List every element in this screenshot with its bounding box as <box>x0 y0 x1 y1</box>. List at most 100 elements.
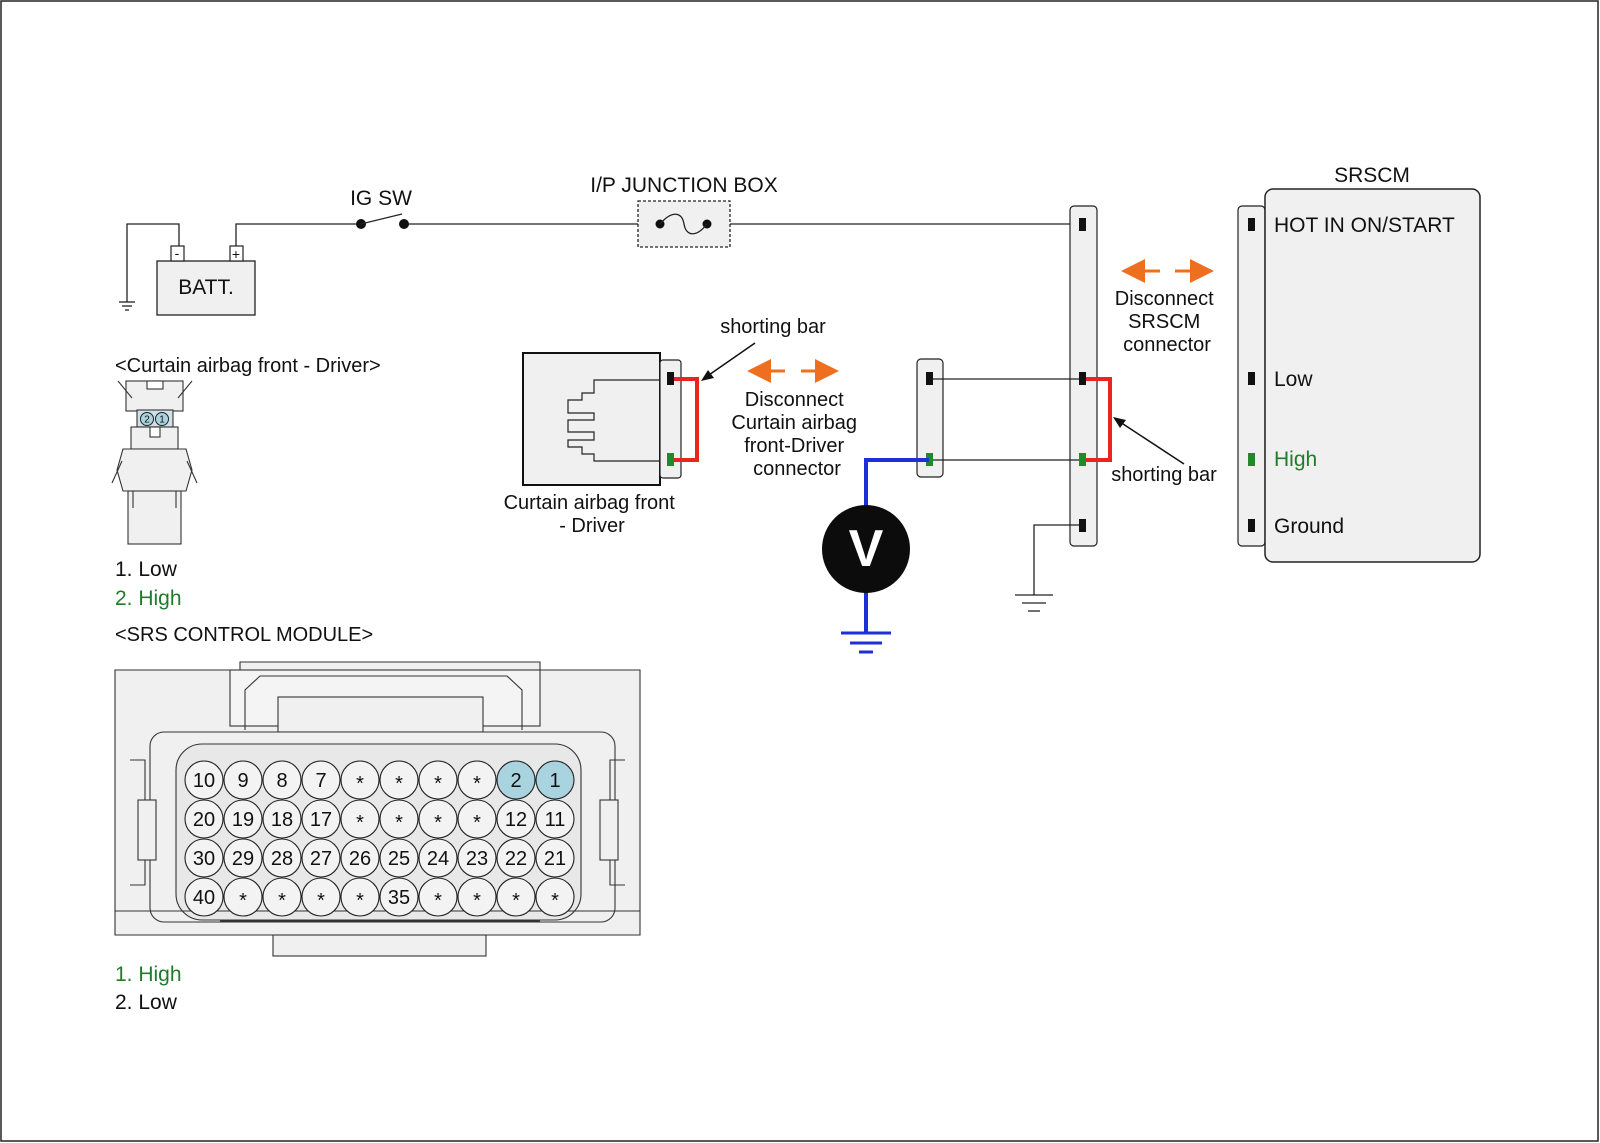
srs-pin-r2-c7: * <box>418 799 458 839</box>
srs-pin-label: 1 <box>549 770 560 792</box>
srs-pin-r4-c8: * <box>457 877 497 917</box>
srs-pin-label: 40 <box>193 887 215 909</box>
harness-wires <box>933 378 1079 461</box>
supply-wire <box>235 223 1078 246</box>
srs-pin-label: * <box>512 890 520 912</box>
srs-pin-r1-c7: * <box>418 760 458 800</box>
srs-pin-r2-c2: 19 <box>223 799 263 839</box>
srs-pin-r1-c9: 2 <box>496 760 536 800</box>
curtain-legend-high: 2. High <box>115 587 182 610</box>
srs-pin-r2-c6: * <box>379 799 419 839</box>
srscm-title: SRSCM <box>1334 164 1410 187</box>
ip-junction-box-label: I/P JUNCTION BOX <box>590 174 777 197</box>
srs-pin-label: 10 <box>193 770 215 792</box>
srs-pin-r1-c10: 1 <box>535 760 575 800</box>
battery: - + BATT. <box>156 245 256 316</box>
curtain-harness-connector <box>916 358 944 478</box>
srs-pin-label: 17 <box>310 809 332 831</box>
srs-pin-label: 18 <box>271 809 293 831</box>
srs-pin-r4-c2: * <box>223 877 263 917</box>
terminal-low <box>1079 372 1086 385</box>
srscm-pin-hot-label: HOT IN ON/START <box>1274 214 1455 237</box>
srs-pin-r4-c10: * <box>535 877 575 917</box>
voltmeter-symbol: V <box>849 520 884 578</box>
srs-pin-label: 28 <box>271 848 293 870</box>
srs-pin-label: 22 <box>505 848 527 870</box>
srs-pin-r3-c8: 23 <box>457 838 497 878</box>
srs-pin-r1-c2: 9 <box>223 760 263 800</box>
srs-pin-label: * <box>317 890 325 912</box>
srs-pin-label: 12 <box>505 809 527 831</box>
battery-minus-label: - <box>175 245 180 261</box>
srs-pin-label: 27 <box>310 848 332 870</box>
srs-pin-label: 30 <box>193 848 215 870</box>
srs-pin-label: 24 <box>427 848 449 870</box>
srs-pin-label: 29 <box>232 848 254 870</box>
svg-text:1: 1 <box>159 415 165 426</box>
curtain-connector-drawing <box>111 380 198 545</box>
srs-pin-r2-c4: 17 <box>301 799 341 839</box>
terminal-hot <box>1079 218 1086 231</box>
srs-pin-r4-c4: * <box>301 877 341 917</box>
srscm-pin-high-label: High <box>1274 448 1317 471</box>
srs-pin-r4-c5: * <box>340 877 380 917</box>
shorting-bar-right-pointer <box>1116 419 1185 465</box>
srs-pin-label: * <box>239 890 247 912</box>
srs-pin-r4-c3: * <box>262 877 302 917</box>
srs-pin-r4-c6: 35 <box>379 877 419 917</box>
srs-pin-r2-c1: 20 <box>184 799 224 839</box>
srs-pin-label: 11 <box>545 809 566 831</box>
srs-pin-r2-c8: * <box>457 799 497 839</box>
ig-switch: IG SW <box>350 187 412 229</box>
srs-pin-r2-c9: 12 <box>496 799 536 839</box>
srs-pin-label: * <box>434 812 442 834</box>
srs-pin-label: 35 <box>388 887 410 909</box>
battery-label: BATT. <box>178 276 234 299</box>
srscm-harness-connector <box>1069 205 1098 547</box>
srs-pin-label: * <box>473 890 481 912</box>
srs-pin-r3-c1: 30 <box>184 838 224 878</box>
disconnect-curtain-text: Disconnect Curtain airbag front-Driver c… <box>731 389 862 480</box>
srs-pin-label: * <box>356 773 364 795</box>
curtain-airbag-component: Curtain airbag front - Driver <box>504 352 682 537</box>
srs-pin-r3-c9: 22 <box>496 838 536 878</box>
srs-pin-r3-c4: 27 <box>301 838 341 878</box>
srs-module-connector-title: <SRS CONTROL MODULE> <box>115 624 373 646</box>
srs-legend-high: 1. High <box>115 963 182 986</box>
srs-pin-label: * <box>473 773 481 795</box>
srs-pin-r3-c5: 26 <box>340 838 380 878</box>
srs-pin-r4-c1: 40 <box>184 877 224 917</box>
srs-legend-low: 2. Low <box>115 991 178 1014</box>
shorting-bar-left-label: shorting bar <box>720 316 826 338</box>
srs-pin-r1-c5: * <box>340 760 380 800</box>
srs-pin-r3-c6: 25 <box>379 838 419 878</box>
srs-pin-r1-c1: 10 <box>184 760 224 800</box>
shorting-bar-left-pointer <box>705 342 756 378</box>
srs-pin-label: 19 <box>232 809 254 831</box>
shorting-bar-right <box>1086 377 1112 462</box>
srs-pin-label: * <box>395 773 403 795</box>
ip-junction-box: I/P JUNCTION BOX <box>590 174 778 248</box>
srs-pin-r1-c3: 8 <box>262 760 302 800</box>
srs-pin-label: 2 <box>510 770 521 792</box>
srs-pin-r3-c7: 24 <box>418 838 458 878</box>
srs-pin-label: * <box>434 890 442 912</box>
srs-pin-label: * <box>356 812 364 834</box>
srs-pin-label: * <box>395 812 403 834</box>
srs-pin-r3-c3: 28 <box>262 838 302 878</box>
srs-pin-label: * <box>434 773 442 795</box>
curtain-connector-pin-2: 2 <box>140 412 154 426</box>
srs-pin-r3-c2: 29 <box>223 838 263 878</box>
srs-pin-r2-c5: * <box>340 799 380 839</box>
svg-text:2: 2 <box>144 415 150 426</box>
srs-pin-label: * <box>551 890 559 912</box>
srs-pin-label: * <box>473 812 481 834</box>
srs-pin-label: 26 <box>349 848 371 870</box>
srs-pin-label: * <box>356 890 364 912</box>
srs-pin-label: 7 <box>315 770 326 792</box>
shorting-bar-right-label: shorting bar <box>1111 464 1217 486</box>
voltmeter-ground-symbol <box>841 631 891 654</box>
